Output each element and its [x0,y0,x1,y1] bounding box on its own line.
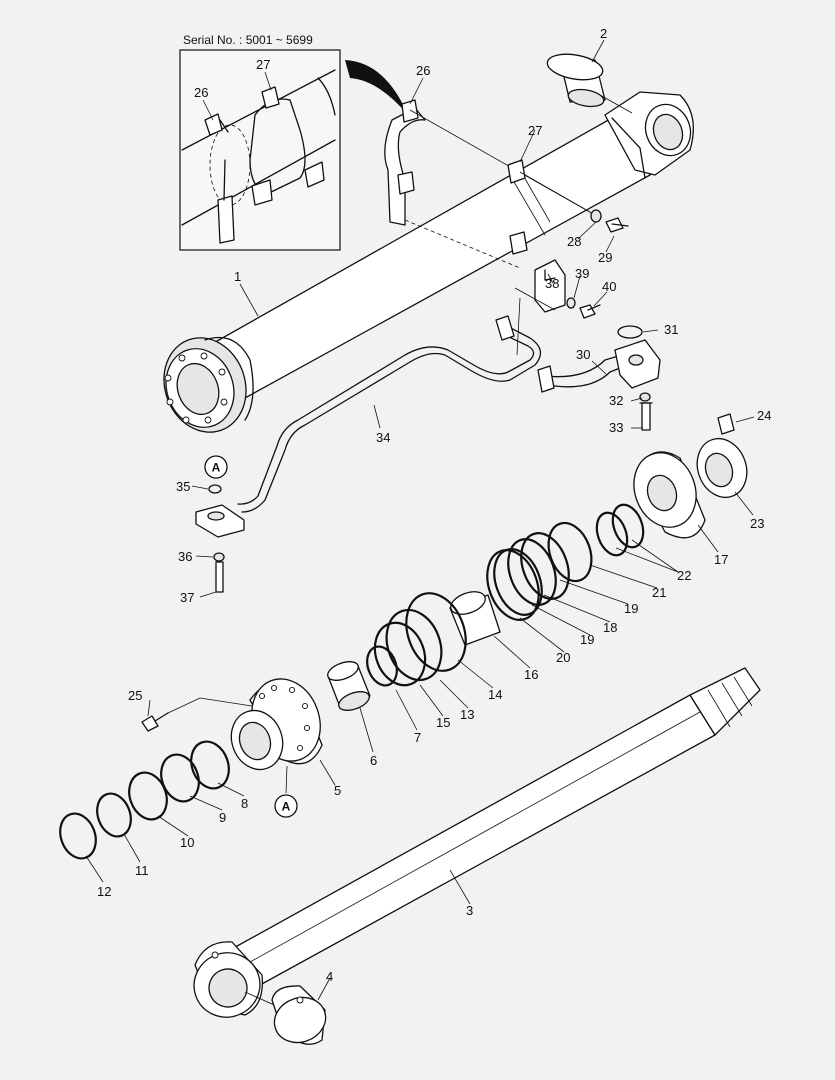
callout-39: 39 [575,266,589,281]
callout-9: 9 [219,810,226,825]
callout-31: 31 [664,322,678,337]
marker-a-bottom-text: A [282,800,291,814]
callout-4: 4 [326,969,333,984]
nut-23 [696,437,748,499]
washer-36 [213,552,225,562]
callout-38: 38 [545,276,559,291]
callout-6: 6 [370,753,377,768]
callout-15: 15 [436,715,450,730]
callout-35: 35 [176,479,190,494]
washer-28 [590,209,602,223]
callout-16: 16 [524,667,538,682]
pointer-arrow-icon [345,60,408,115]
ring-22 [595,503,645,557]
washer-32 [639,392,651,402]
seal-21 [547,521,593,583]
marker-a-top: A [204,455,228,479]
bushing-2 [546,53,633,114]
callout-17: 17 [714,552,728,567]
bolt-29 [605,217,629,233]
seal-9 [160,753,200,803]
cylinder-tube [163,91,694,433]
callout-37: 37 [180,590,194,605]
serial-number-text: Serial No. : 5001 ~ 5699 [183,33,313,47]
callout-20: 20 [556,650,570,665]
wiper-12 [59,812,97,860]
callout-28: 28 [567,234,581,249]
callout-2: 2 [600,26,607,41]
callout-40: 40 [602,279,616,294]
piston-rod-3 [193,667,761,1018]
callout-12: 12 [97,884,111,899]
callout-26a: 26 [194,85,208,100]
callout-27a: 27 [256,57,270,72]
callout-18: 18 [603,620,617,635]
pipe-34 [237,297,542,513]
callout-10: 10 [180,835,194,850]
backup-ring-20 [486,549,540,621]
callout-1: 1 [234,269,241,284]
callout-30: 30 [576,347,590,362]
callout-36: 36 [178,549,192,564]
callout-7: 7 [414,730,421,745]
callout-25: 25 [128,688,142,703]
callout-13: 13 [460,707,474,722]
bolt-40 [579,304,601,319]
bolt-37 [215,561,224,593]
callout-29: 29 [598,250,612,265]
callout-14: 14 [488,687,502,702]
rod-cover-5 [230,678,323,794]
seal-14-13-15 [373,592,467,687]
callout-34: 34 [376,430,390,445]
callout-33: 33 [609,420,623,435]
o-ring-31 [617,325,643,339]
callout-11: 11 [135,863,149,878]
clamp-27 [507,159,591,255]
piston-17 [633,451,706,539]
callout-5: 5 [334,783,341,798]
ring-7 [366,645,398,687]
flange-block [195,504,245,538]
seal-8 [190,740,230,790]
callout-26b: 26 [416,63,430,78]
callout-19b: 19 [580,632,594,647]
leader-lines [85,39,755,1001]
seal-11 [96,792,132,838]
callout-22: 22 [677,568,691,583]
bushing-6 [327,661,371,711]
callout-21: 21 [652,585,666,600]
callout-8: 8 [241,796,248,811]
o-ring-35 [208,484,222,494]
set-screw-24 [717,413,735,435]
clamp-26 [384,99,596,269]
bushing-4 [271,985,327,1045]
callout-labels: 1 2 3 4 5 6 7 8 9 10 11 12 13 14 15 16 1… [97,26,771,984]
callout-24: 24 [757,408,771,423]
bolt-25 [141,697,253,732]
detail-inset: Serial No. : 5001 ~ 5699 [179,33,408,251]
callout-23: 23 [750,516,764,531]
clamp-block-38 [514,259,566,313]
ring-10 [128,771,168,821]
marker-a-top-text: A [212,461,221,475]
marker-a-bottom: A [274,794,298,818]
bushing-16 [449,591,501,646]
washer-39 [566,297,576,309]
callout-27b: 27 [528,123,542,138]
callout-32: 32 [609,393,623,408]
callout-19a: 19 [624,601,638,616]
bolt-33 [639,402,653,431]
callout-3: 3 [466,903,473,918]
pipe-30 [537,339,661,393]
